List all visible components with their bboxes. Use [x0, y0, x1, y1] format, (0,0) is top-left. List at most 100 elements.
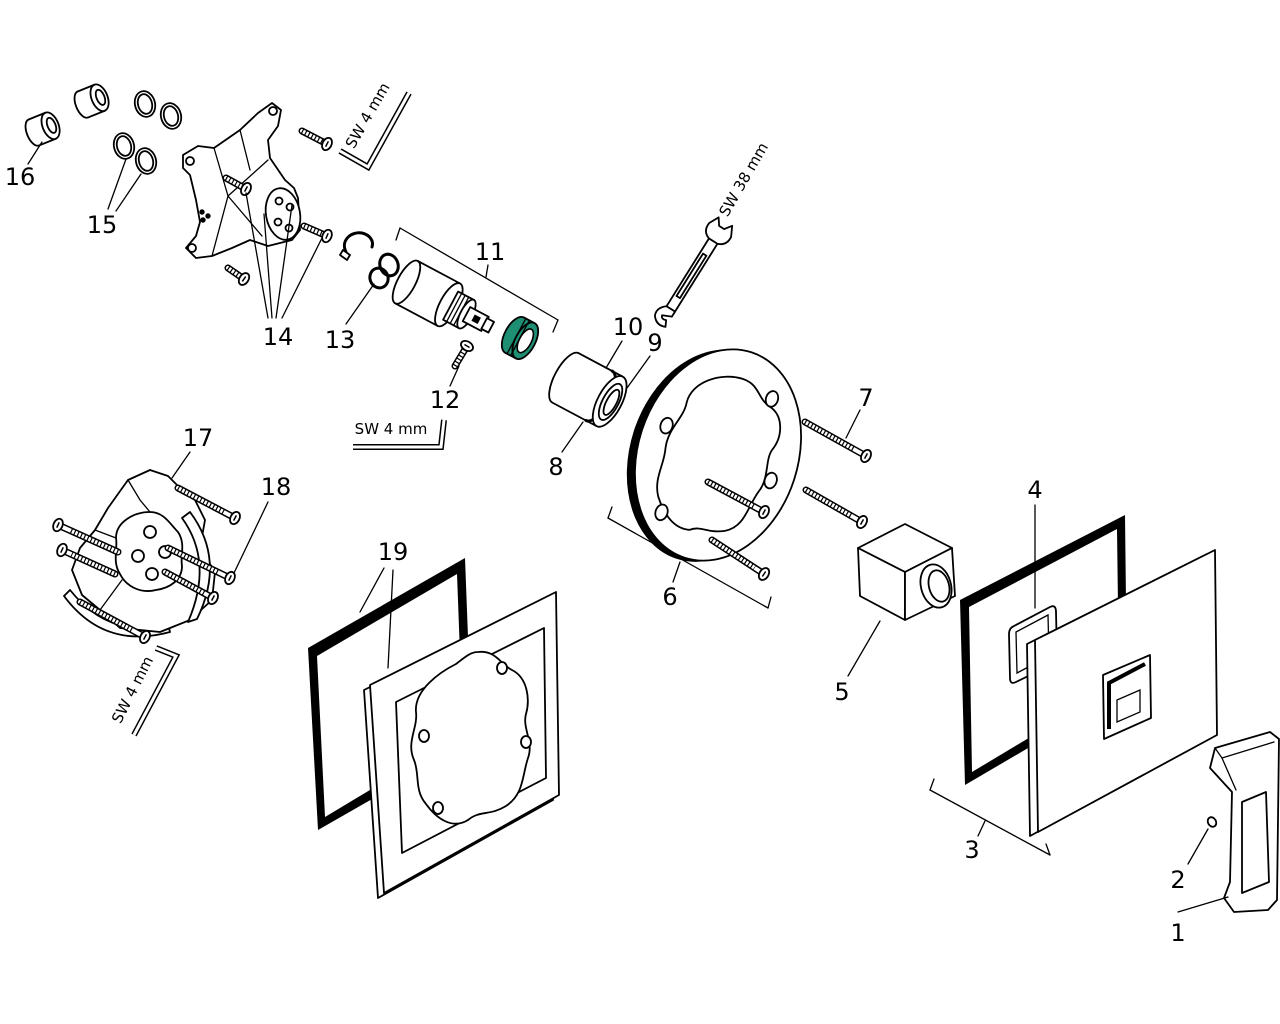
bracket-tick — [607, 506, 613, 519]
adapter-bore-inner — [927, 569, 951, 603]
screws-14-screw-3 — [300, 222, 333, 244]
callout-14: 14 — [263, 323, 294, 351]
callout-13: 13 — [325, 326, 356, 354]
screw-12-screw-1-slot — [464, 343, 470, 349]
plate-hole — [764, 390, 780, 408]
screws-17-screw-5-slot — [210, 595, 216, 601]
leader-1 — [1177, 896, 1229, 913]
nut-bore — [94, 88, 107, 106]
bracket-tick — [395, 227, 401, 241]
callout-2: 2 — [1170, 866, 1185, 894]
part-7-screws — [704, 418, 872, 581]
screws-14-screw-1-slot — [324, 140, 330, 148]
leader-17 — [171, 451, 191, 479]
port-dot — [205, 213, 211, 219]
screws-17-screw-2-slot — [60, 546, 64, 554]
part-2-set-screw — [1206, 816, 1218, 828]
bracket-line — [399, 227, 559, 321]
part-3-cover-plate — [1026, 549, 1218, 837]
callout-11: 11 — [475, 238, 506, 266]
leader-19a — [359, 567, 385, 613]
part-13-clip-and-seals — [339, 231, 400, 290]
callout-4: 4 — [1027, 476, 1042, 504]
screws-7-screw-4-slot — [761, 571, 767, 577]
screws-14-screw-4 — [224, 264, 251, 286]
screws-7-screw-4 — [708, 536, 771, 581]
plate-port — [143, 525, 157, 539]
leader-15a — [107, 158, 127, 210]
leader-14d — [281, 237, 323, 319]
part-8-inner-thread — [602, 388, 621, 416]
screws-17-screw-3-thread — [176, 485, 227, 516]
part-1-handle — [1209, 731, 1280, 913]
leader-13 — [345, 283, 375, 325]
o-ring-outer — [159, 102, 183, 130]
wrench-sw38 — [654, 216, 734, 328]
handle-cutout — [1241, 791, 1270, 894]
screws-17-screw-6-thread — [78, 599, 135, 634]
ring-teeth — [506, 317, 531, 357]
part-15-o-rings — [112, 90, 183, 175]
plate-port — [145, 567, 159, 581]
part-11-bracket — [395, 227, 559, 333]
callout-16: 16 — [5, 163, 36, 191]
screws-14-screw-4-thread — [226, 265, 243, 280]
screws-17-screw-5-shaft — [163, 570, 215, 600]
plate-hole — [763, 471, 778, 490]
part-17-rough-in-body — [63, 469, 216, 638]
plate-opening — [656, 375, 782, 533]
frame-hole — [432, 801, 444, 815]
plate-hole — [654, 503, 669, 522]
handle-top-edge — [1214, 741, 1275, 791]
leader-14c — [275, 204, 293, 319]
flange-hole — [187, 243, 197, 253]
clip-tab — [339, 249, 351, 261]
part-3-gasket — [960, 515, 1127, 785]
screws-14-screw-2 — [222, 174, 252, 196]
o-ring-inner — [115, 135, 133, 157]
bracket-tick — [1045, 843, 1051, 856]
part-3-bracket — [929, 778, 1051, 856]
o-ring-inner — [162, 105, 180, 127]
leader-14b — [263, 213, 273, 319]
part-5-adapter — [857, 523, 956, 621]
screws-17-screw-5-thread — [163, 569, 206, 596]
o-ring-outer — [133, 90, 157, 118]
flange-hole — [268, 106, 278, 116]
hex-key-fill — [339, 92, 411, 170]
callout-5: 5 — [834, 678, 849, 706]
cover-opening-detail — [1116, 689, 1141, 723]
screws-7-screw-1-slot — [863, 453, 869, 459]
part-14-valve-housing — [182, 102, 302, 259]
housing-body-edge — [211, 129, 269, 257]
leader-14a — [245, 192, 269, 319]
cartridge-edge-top — [416, 260, 461, 285]
screws-14-screw-4-slot — [241, 276, 247, 282]
screws-17-screw-1 — [52, 517, 122, 556]
leader-18 — [233, 501, 269, 574]
callouts: 16 15 14 13 11 12 10 9 8 7 6 5 4 3 2 1 1… — [5, 163, 1186, 947]
frame-hole — [418, 729, 430, 743]
bracket-line — [607, 517, 769, 609]
screws-17-screw-4-thread — [166, 545, 221, 576]
part-19-frame — [363, 591, 560, 899]
screws-7-screw-3-thread — [706, 479, 756, 510]
screws-7-screw-2-thread — [804, 487, 854, 519]
part-18-screws — [52, 484, 241, 645]
o-ring-inner — [137, 150, 155, 172]
screws-17-screw-2 — [56, 542, 119, 578]
screws-17-screw-4 — [164, 544, 236, 586]
leader-3 — [977, 820, 986, 837]
callout-1: 1 — [1170, 919, 1185, 947]
bracket-tick — [552, 319, 559, 333]
part-11-coupling-ring — [500, 316, 540, 360]
stem-flat — [471, 314, 481, 324]
port-dot — [199, 209, 205, 215]
callout-6: 6 — [662, 583, 677, 611]
stem-tip — [480, 317, 495, 334]
callout-10: 10 — [613, 313, 644, 341]
screws-7-screw-4-thread — [710, 537, 757, 571]
o-ring-outer — [134, 147, 158, 175]
screws-17-screw-1-slot — [56, 521, 60, 529]
